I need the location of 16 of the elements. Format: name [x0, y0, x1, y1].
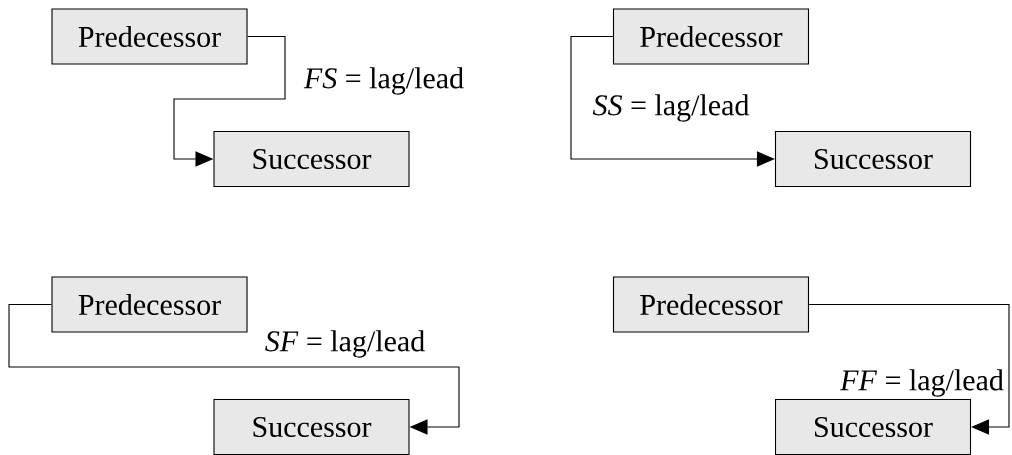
- activity-box: Predecessor: [612, 8, 810, 65]
- activity-box: Predecessor: [612, 276, 810, 333]
- connector-arrow: [808, 303, 1010, 435]
- edge-label: FS = lag/lead: [302, 66, 466, 96]
- connector-arrow: [570, 35, 775, 167]
- activity-box: Successor: [213, 130, 410, 188]
- activity-box: Predecessor: [51, 276, 248, 333]
- edge-label: FF = lag/lead: [839, 368, 1005, 398]
- activity-box: Successor: [213, 398, 410, 455]
- edge-label: SF = lag/lead: [263, 329, 427, 359]
- activity-box: Predecessor: [51, 8, 248, 65]
- activity-box: Successor: [774, 398, 972, 455]
- connector-arrow: [173, 35, 286, 167]
- activity-box: Successor: [774, 130, 972, 188]
- edge-label: SS = lag/lead: [591, 93, 751, 123]
- connector-arrow: [8, 303, 460, 435]
